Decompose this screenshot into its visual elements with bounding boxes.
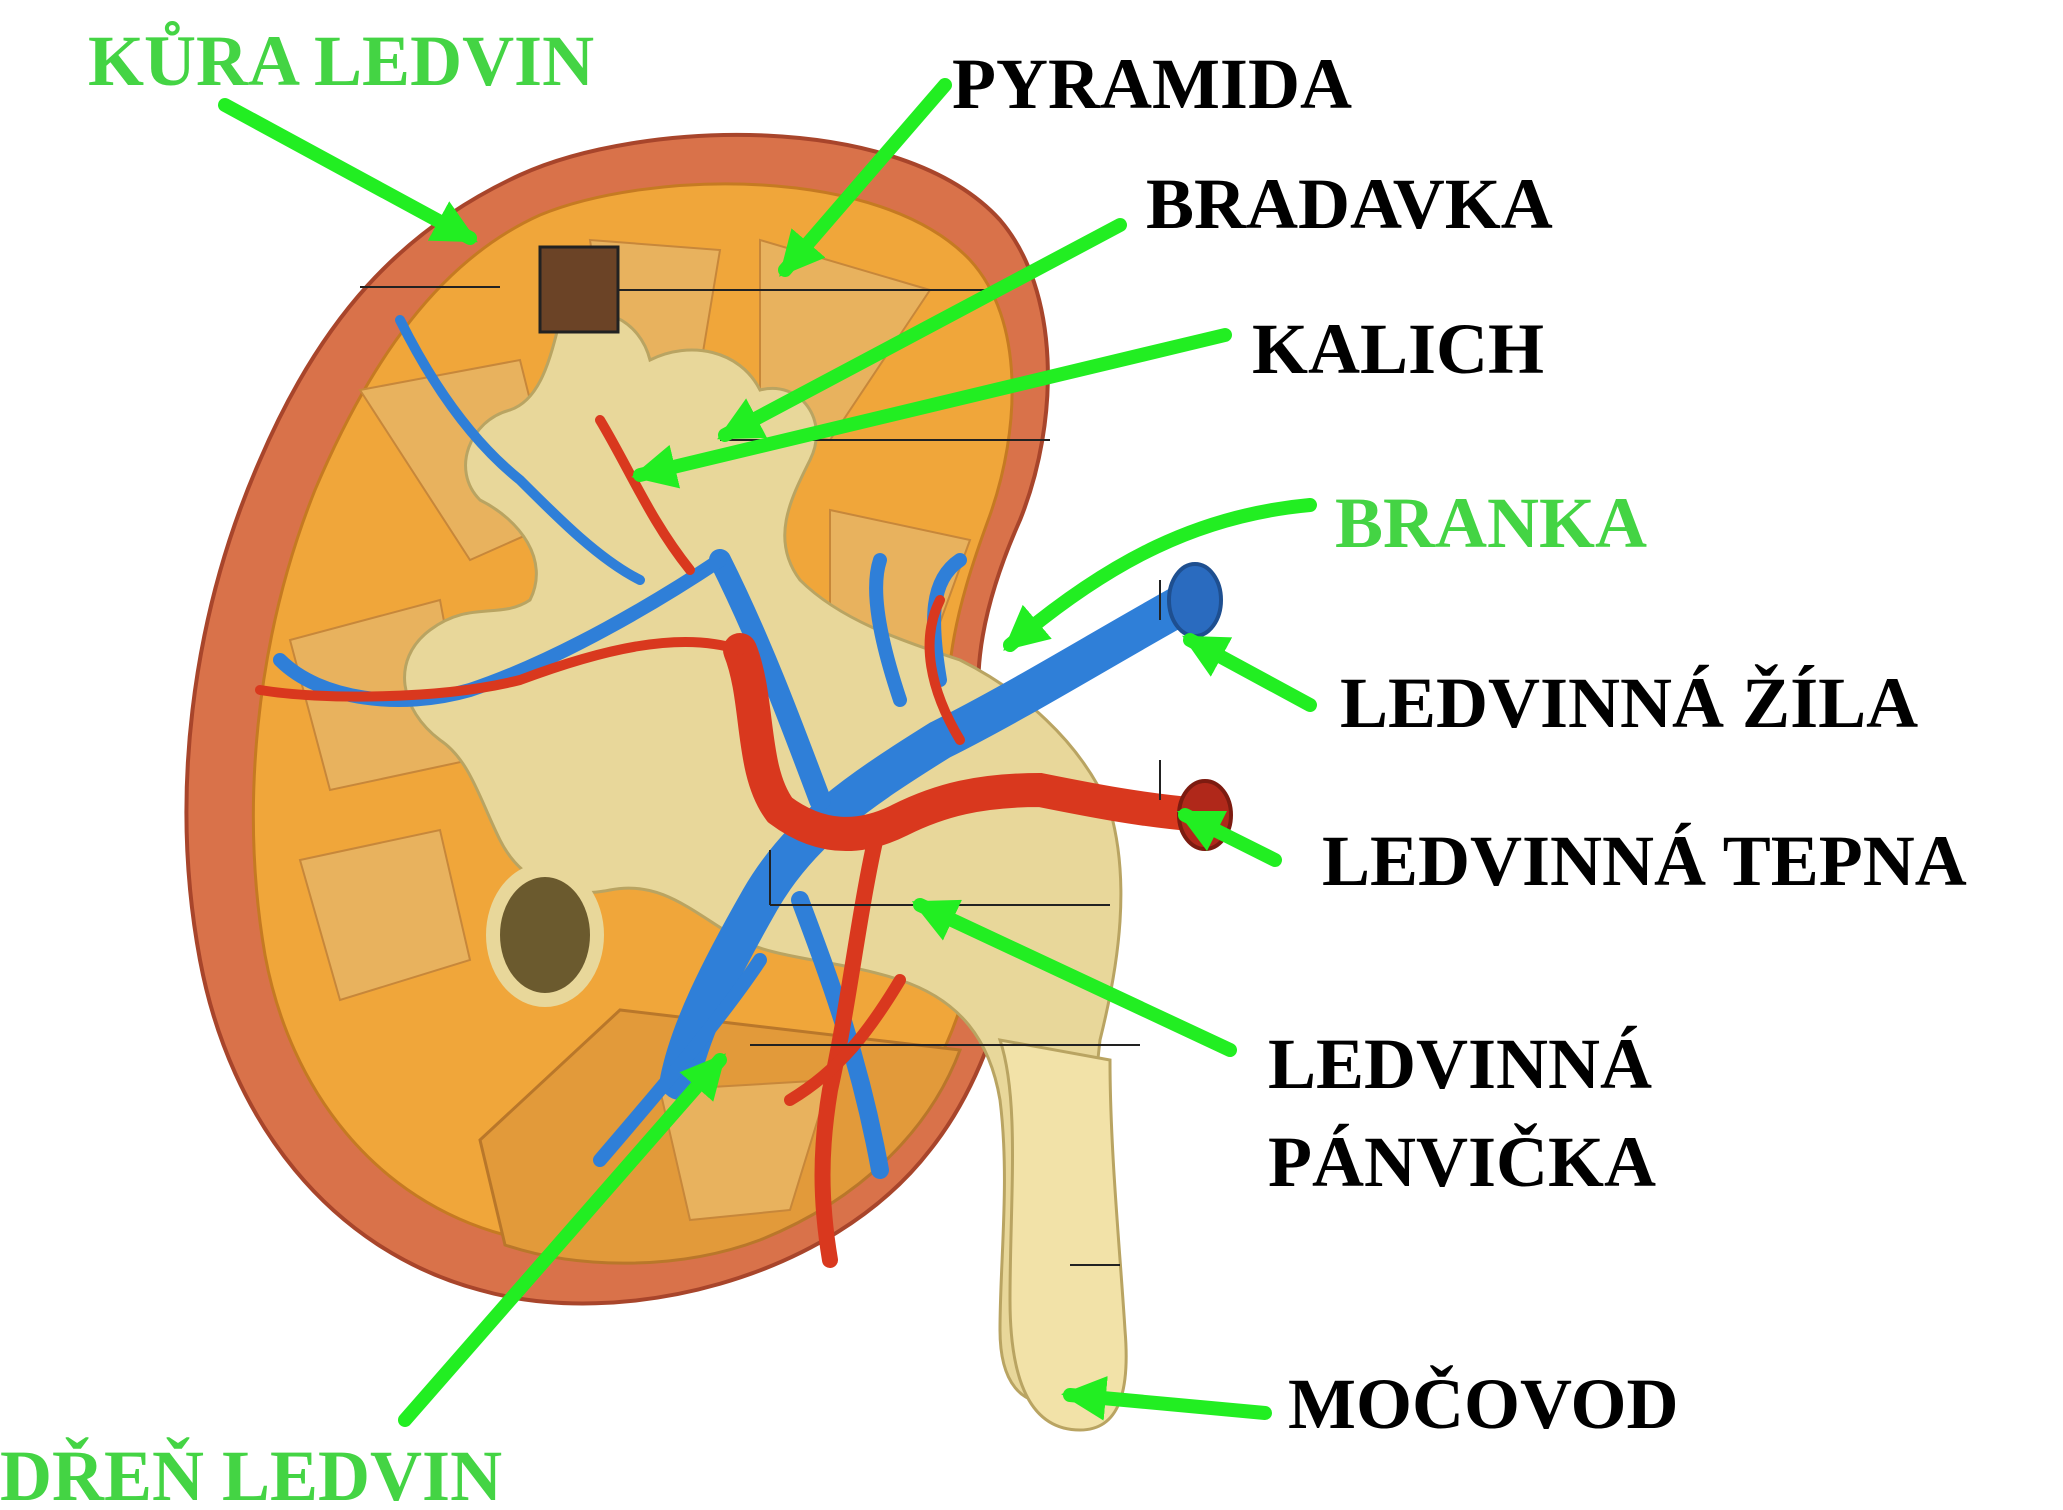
label-ledvinna-panvicka-line1: LEDVINNÁ	[1268, 1024, 1652, 1104]
tissue-sample-block	[540, 247, 618, 332]
label-pyramida: PYRAMIDA	[952, 44, 1352, 124]
renal-vein-opening	[1169, 564, 1221, 636]
label-ledvinna-zila: LEDVINNÁ ŽÍLA	[1340, 663, 1918, 743]
label-dren-ledvin: DŘEŇ LEDVIN	[0, 1436, 502, 1510]
arrow-kura-ledvin	[225, 105, 470, 238]
label-ledvinna-tepna: LEDVINNÁ TEPNA	[1322, 821, 1967, 901]
label-ledvinna-panvicka-line2: PÁNVIČKA	[1268, 1122, 1656, 1202]
label-kalich: KALICH	[1252, 309, 1544, 389]
calyx-opening	[493, 870, 597, 1000]
label-branka: BRANKA	[1335, 483, 1647, 563]
label-kura-ledvin: KŮRA LEDVIN	[88, 21, 594, 101]
arrow-ledvinna-zila	[1190, 640, 1310, 705]
kidney-illustration	[187, 135, 1232, 1430]
label-bradavka: BRADAVKA	[1146, 164, 1553, 244]
label-mocovod: MOČOVOD	[1288, 1364, 1679, 1444]
ureter	[1000, 1040, 1126, 1430]
